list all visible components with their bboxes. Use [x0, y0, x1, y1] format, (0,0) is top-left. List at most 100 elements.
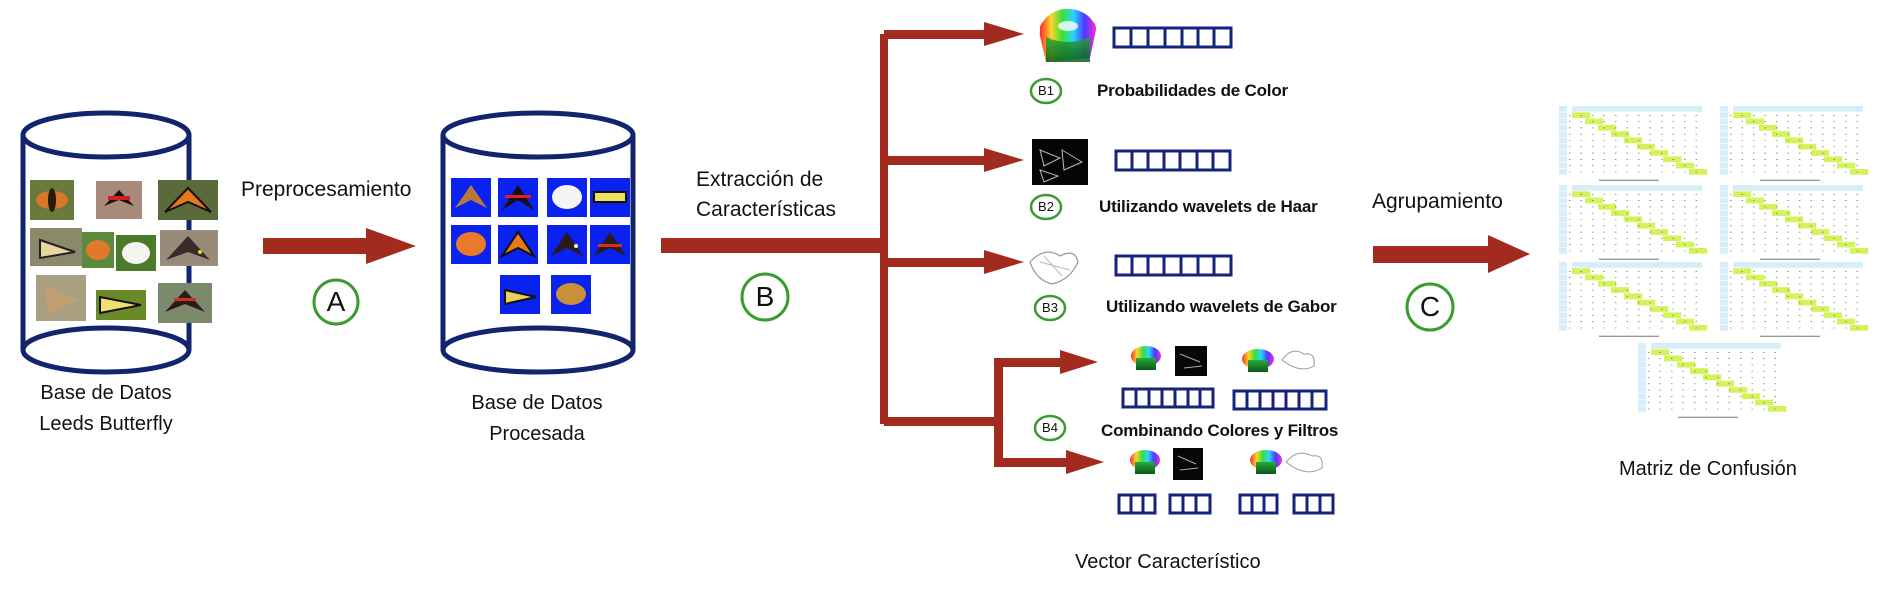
matrix-header-cell	[1559, 169, 1567, 175]
matrix-header-cell	[1720, 210, 1728, 216]
matrix-header-cell	[1559, 287, 1567, 293]
matrix-header-cell	[1559, 162, 1567, 169]
matrix-header-cell	[1559, 137, 1567, 144]
matrix-diagonal-cell	[1677, 361, 1696, 368]
matrix-diagonal-cell	[1811, 150, 1830, 156]
matrix-header-cell	[1559, 191, 1567, 197]
step-c-letter: C	[1419, 291, 1441, 322]
grouping-arrow	[1373, 235, 1530, 273]
matrix-header-cell	[1611, 185, 1624, 191]
vector-b2	[1114, 149, 1232, 172]
matrix-header-cell	[1559, 150, 1567, 156]
matrix-diagonal-cell	[1690, 368, 1709, 374]
matrix-header-cell	[1559, 325, 1567, 331]
matrix-header-cell	[1720, 318, 1728, 325]
matrix-header-cell	[1559, 216, 1567, 223]
matrix-header-cell	[1824, 185, 1837, 191]
matrix-header-cell	[1720, 137, 1728, 144]
matrix-header-cell	[1720, 229, 1728, 235]
matrix-diagonal-cell	[1650, 229, 1669, 235]
b1-tag: B1	[1038, 83, 1054, 98]
processed-butterfly-grid	[451, 178, 630, 314]
matrix-header-cell	[1559, 241, 1567, 248]
matrix-header-cell	[1720, 203, 1728, 210]
matrix-diagonal-cell	[1689, 325, 1708, 331]
matrix-diagonal-cell	[1650, 150, 1669, 156]
confusion-matrix-thumbnail	[1720, 106, 1869, 181]
matrix-header-cell	[1559, 156, 1567, 163]
extraction-label-line2: Características	[696, 198, 837, 221]
matrix-header-cell	[1559, 112, 1567, 118]
matrix-header-cell	[1559, 280, 1567, 287]
b3-tag: B3	[1042, 300, 1058, 315]
matrix-header-cell	[1720, 112, 1728, 118]
matrix-header-cell	[1798, 262, 1811, 268]
database-caption-line2: Leeds Butterfly	[39, 413, 173, 435]
matrix-header-cell	[1720, 131, 1728, 137]
matrix-header-cell	[1768, 343, 1781, 349]
matrix-header-cell	[1720, 306, 1728, 312]
matrix-diagonal-cell	[1824, 235, 1843, 242]
preprocess-arrow	[263, 228, 416, 264]
matrix-diagonal-cell	[1663, 312, 1682, 319]
matrix-diagonal-cell	[1663, 156, 1682, 163]
step-b-circle	[740, 272, 790, 322]
matrix-header-cell	[1677, 343, 1690, 349]
matrix-diagonal-cell	[1798, 222, 1817, 229]
matrix-header-cell	[1559, 248, 1567, 254]
matrix-header-cell	[1637, 262, 1650, 268]
matrix-diagonal-cell	[1585, 118, 1604, 125]
matrix-header-cell	[1759, 262, 1772, 268]
matrix-header-cell	[1638, 399, 1646, 406]
matrix-header-cell	[1559, 299, 1567, 306]
matrix-header-cell	[1676, 262, 1689, 268]
matrix-header-cell	[1720, 262, 1728, 268]
vector-b4-a	[1121, 387, 1215, 409]
matrix-header-cell	[1720, 248, 1728, 254]
matrix-diagonal-cell	[1637, 222, 1656, 229]
matrix-header-cell	[1703, 343, 1716, 349]
extraction-label-line1: Extracción de	[696, 168, 824, 191]
matrix-header-cell	[1559, 293, 1567, 300]
vector-b4-c	[1117, 493, 1212, 515]
matrix-header-cell	[1720, 143, 1728, 150]
matrix-header-cell	[1733, 185, 1746, 191]
matrix-header-cell	[1837, 106, 1850, 112]
matrix-diagonal-cell	[1703, 374, 1722, 381]
matrix-header-cell	[1720, 169, 1728, 175]
matrix-diagonal-cell	[1598, 124, 1617, 131]
step-b-letter: B	[755, 281, 775, 312]
matrix-header-cell	[1720, 293, 1728, 300]
matrix-header-cell	[1663, 106, 1676, 112]
matrix-header-cell	[1572, 262, 1585, 268]
matrix-diagonal-cell	[1637, 143, 1656, 150]
matrix-header-cell	[1689, 185, 1702, 191]
matrix-diagonal-cell	[1850, 248, 1869, 254]
step-a-letter: A	[326, 286, 346, 317]
confusion-matrix-thumbnail	[1720, 262, 1869, 337]
matrix-diagonal-cell	[1598, 203, 1617, 210]
matrix-header-cell	[1637, 106, 1650, 112]
matrix-diagonal-cell	[1798, 299, 1817, 306]
matrix-header-cell	[1559, 124, 1567, 131]
branch-tag-ovals	[1029, 77, 1067, 442]
matrix-header-cell	[1559, 312, 1567, 319]
matrix-header-cell	[1559, 318, 1567, 325]
matrix-header-cell	[1559, 185, 1567, 191]
step-c-circle	[1405, 282, 1455, 332]
feature-vector-boxes	[1112, 26, 1335, 515]
matrix-header-cell	[1733, 262, 1746, 268]
matrix-header-cell	[1729, 343, 1742, 349]
matrix-diagonal-cell	[1759, 203, 1778, 210]
database-caption: Base de Datos Leeds Butterfly	[36, 378, 176, 440]
matrix-header-cell	[1759, 185, 1772, 191]
matrix-header-cell	[1720, 299, 1728, 306]
matrix-header-cell	[1746, 106, 1759, 112]
matrix-header-cell	[1811, 262, 1824, 268]
matrix-header-cell	[1720, 197, 1728, 204]
matrix-header-cell	[1720, 287, 1728, 293]
matrix-header-cell	[1598, 185, 1611, 191]
matrix-header-cell	[1746, 262, 1759, 268]
matrix-diagonal-cell	[1611, 287, 1630, 293]
